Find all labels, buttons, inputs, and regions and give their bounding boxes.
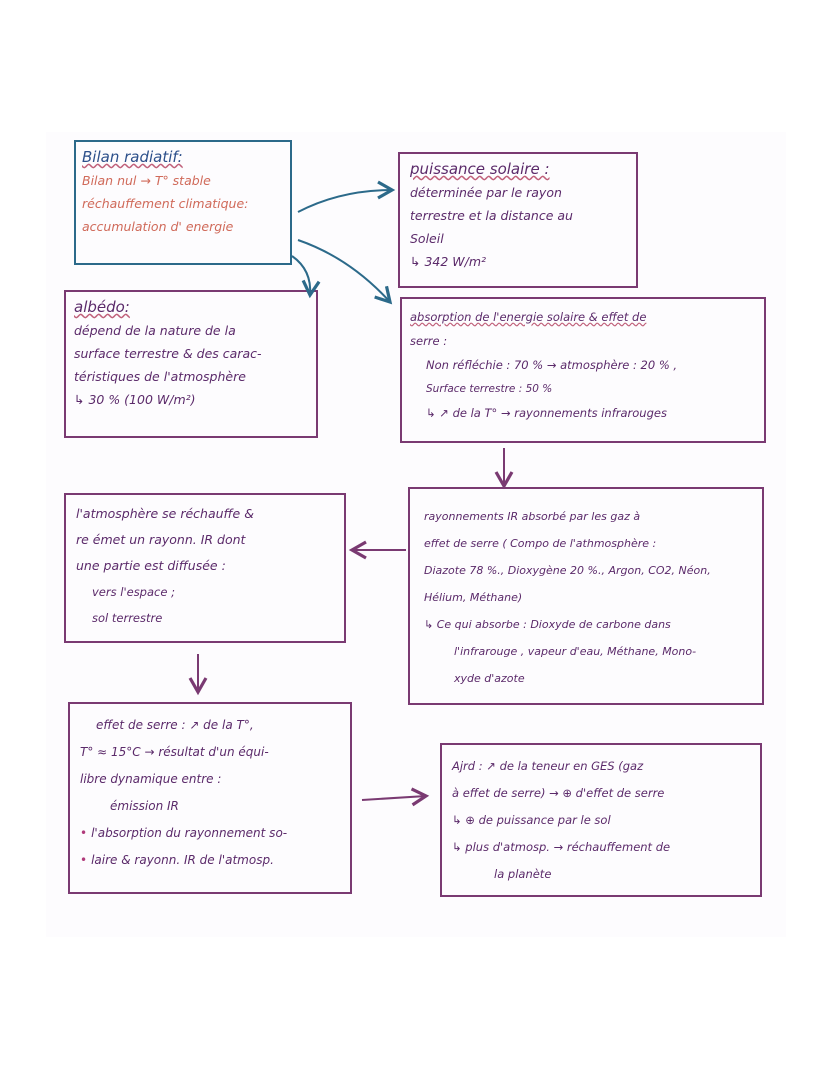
ajrd-line-1: Ajrd : ↗ de la teneur en GES (gaz [452, 759, 644, 773]
atmosphere-line-2: re émet un rayonn. IR dont [76, 532, 246, 547]
rayonnements-line-6: l'infrarouge , vapeur d'eau, Méthane, Mo… [454, 645, 697, 658]
rayonnements-line-3: Diazote 78 %., Dioxygène 20 %., Argon, C… [424, 564, 711, 577]
absorption-title: absorption de l'energie solaire & effet … [410, 310, 647, 324]
bilan-line-2: réchauffement climatique: [82, 196, 249, 211]
rayonnements-line-2: effet de serre ( Compo de l'athmosphère … [424, 537, 657, 550]
effet-line-4: émission IR [110, 799, 179, 813]
puissance-solaire-box: puissance solaire : déterminée par le ra… [398, 152, 638, 288]
bilan-title: Bilan radiatif: [82, 148, 183, 166]
absorption-line-1: Non réfléchie : 70 % → atmosphère : 20 %… [426, 358, 678, 372]
puissance-title: puissance solaire : [410, 160, 550, 178]
effet-line-2: T° ≈ 15°C → résultat d'un équi- [80, 745, 269, 759]
atmosphere-line-1: l'atmosphère se réchauffe & [76, 506, 254, 521]
rayonnements-line-4: Hélium, Méthane) [424, 591, 523, 604]
albedo-line-2: surface terrestre & des carac- [74, 346, 262, 361]
ajrd-line-4: ↳ plus d'atmosp. → réchauffement de [452, 840, 671, 854]
albedo-line-3: téristiques de l'atmosphère [74, 369, 246, 384]
atmosphere-line-3: une partie est diffusée : [76, 558, 226, 573]
puissance-line-1: déterminée par le rayon [410, 185, 562, 200]
rayonnements-line-7: xyde d'azote [454, 672, 525, 685]
rayonnements-line-5: ↳ Ce qui absorbe : Dioxyde de carbone da… [424, 618, 671, 631]
effet-line-6: laire & rayonn. IR de l'atmosp. [80, 847, 340, 874]
effet-line-3: libre dynamique entre : [80, 772, 222, 786]
effet-de-serre-box: effet de serre : ↗ de la T°, T° ≈ 15°C →… [68, 702, 352, 894]
atmosphere-box: l'atmosphère se réchauffe & re émet un r… [64, 493, 346, 643]
albedo-title: albédo: [74, 298, 130, 316]
bilan-radiatif-box: Bilan radiatif: Bilan nul → T° stable ré… [74, 140, 292, 265]
absorption-box: absorption de l'energie solaire & effet … [400, 297, 766, 443]
atmosphere-line-5: sol terrestre [92, 611, 163, 625]
puissance-line-3: Soleil [410, 231, 444, 246]
rayonnements-box: rayonnements IR absorbé par les gaz à ef… [408, 487, 764, 705]
puissance-line-2: terrestre et la distance au [410, 208, 573, 223]
effet-line-5: l'absorption du rayonnement so- [80, 820, 340, 847]
bilan-line-1: Bilan nul → T° stable [82, 173, 211, 188]
albedo-line-1: dépend de la nature de la [74, 323, 236, 338]
bilan-line-3: accumulation d' energie [82, 219, 234, 234]
rayonnements-line-1: rayonnements IR absorbé par les gaz à [424, 510, 641, 523]
ajrd-line-2: à effet de serre) → ⊕ d'effet de serre [452, 786, 665, 800]
absorption-line-3: ↳ ↗ de la T° → rayonnements infrarouges [426, 406, 667, 420]
albedo-line-4: ↳ 30 % (100 W/m²) [74, 392, 196, 407]
absorption-line-2: Surface terrestre : 50 % [426, 383, 553, 395]
albedo-box: albédo: dépend de la nature de la surfac… [64, 290, 318, 438]
effet-line-1: effet de serre : ↗ de la T°, [96, 718, 254, 732]
ajrd-line-5: la planète [494, 867, 552, 881]
puissance-line-4: ↳ 342 W/m² [410, 254, 487, 269]
atmosphere-line-4: vers l'espace ; [92, 585, 175, 599]
absorption-title-2: serre : [410, 334, 448, 348]
ajrd-box: Ajrd : ↗ de la teneur en GES (gaz à effe… [440, 743, 762, 897]
ajrd-line-3: ↳ ⊕ de puissance par le sol [452, 813, 611, 827]
